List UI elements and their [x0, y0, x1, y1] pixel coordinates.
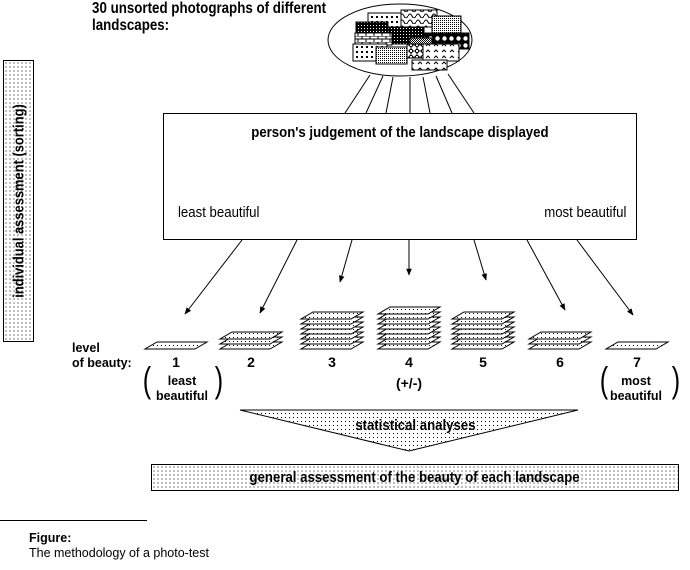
photo-cluster [327, 3, 473, 77]
photo-stack-level-3 [299, 311, 365, 350]
photo-stack-level-7 [604, 341, 670, 350]
level-number-2: 2 [247, 354, 255, 370]
statistical-analyses-label: statistical analyses [354, 417, 476, 434]
figure-caption: The methodology of a photo-test [29, 546, 209, 560]
level-number-3: 3 [328, 354, 336, 370]
photo-stacks [143, 306, 670, 350]
most-beautiful-label: most beautiful [543, 204, 626, 221]
least-beautiful-label: least beautiful [178, 204, 260, 221]
level-number-6: 6 [556, 354, 564, 370]
photo-thumbnail [406, 43, 426, 59]
judgement-title: person's judgement of the landscape disp… [251, 124, 549, 141]
photographs-title-line-2: landscapes: [92, 17, 170, 34]
arrow-to-level-3 [339, 239, 353, 283]
arrow-to-level-2 [259, 239, 298, 314]
judgement-to-level-arrows [184, 239, 634, 316]
level-1-note: least beautiful [155, 374, 209, 403]
statistical-analyses-chevron [239, 409, 579, 452]
level-7-note: most beautiful [609, 374, 663, 403]
judgement-box: person's judgement of the landscape disp… [163, 113, 637, 240]
photo-stack-level-2 [218, 331, 284, 350]
figure-label: Figure: [29, 531, 72, 545]
photo-sheet [604, 341, 670, 350]
individual-assessment-panel: individual assessment (sorting) [3, 60, 34, 342]
photo-sheet [527, 331, 593, 340]
connector-line [435, 75, 453, 114]
photo-sheet [218, 331, 284, 340]
photo-sheet [299, 311, 365, 320]
connector-line [385, 76, 394, 114]
photo-sheet [143, 341, 209, 350]
arrow-to-level-5 [473, 239, 487, 281]
photo-thumbnail [354, 32, 393, 46]
connector-line [422, 76, 431, 114]
photographs-title: 30 unsorted photographs of different lan… [92, 0, 326, 34]
level-number-7: 7 [633, 354, 641, 370]
photo-thumbnail [422, 43, 460, 62]
photo-thumbnail [375, 46, 408, 65]
arrow-to-level-1 [184, 239, 243, 315]
photo-stack-level-5 [450, 311, 516, 350]
open-paren-level-1: ( [142, 359, 152, 400]
photo-sheet [450, 311, 516, 320]
level-number-4: 4 [405, 354, 413, 370]
level-4-note: (+/-) [395, 375, 423, 391]
connector-line [344, 74, 371, 114]
arrow-to-level-6 [526, 239, 566, 311]
close-paren-level-7: ) [671, 359, 681, 400]
general-assessment-label: general assessment of the beauty of each… [249, 469, 581, 486]
photo-thumbnail [431, 15, 462, 35]
level-number-1: 1 [172, 354, 180, 370]
photo-stack-level-4 [376, 306, 442, 350]
open-paren-level-7: ( [599, 359, 609, 400]
photographs-title-line-1: 30 unsorted photographs of different [92, 0, 327, 17]
level-of-beauty-label: level of beauty: [72, 341, 132, 370]
photo-thumbnail [411, 59, 448, 71]
photo-stack-level-1 [143, 341, 209, 350]
oval-to-judgement-lines [344, 73, 475, 114]
connector-line [447, 73, 475, 114]
close-paren-level-1: ) [214, 359, 224, 400]
photo-stack-level-6 [527, 331, 593, 350]
general-assessment-box: general assessment of the beauty of each… [151, 464, 679, 491]
arrow-to-level-7 [576, 239, 634, 316]
level-number-5: 5 [479, 354, 487, 370]
caption-divider [0, 520, 147, 521]
connector-line [365, 75, 384, 114]
photo-sheet [376, 306, 442, 315]
